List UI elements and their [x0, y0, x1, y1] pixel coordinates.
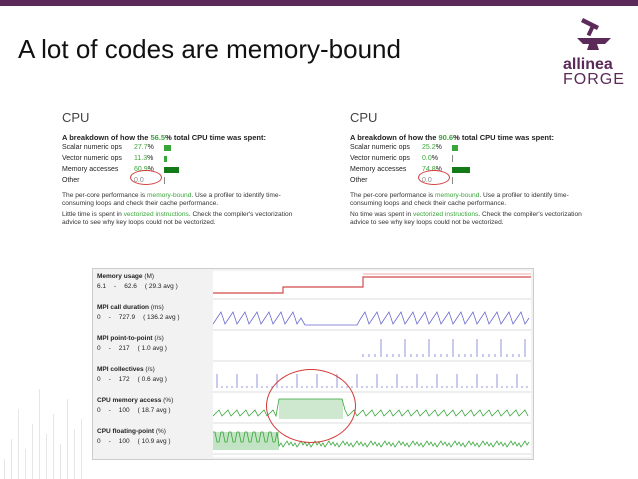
metric-label-cpu-floating-point: CPU floating-point (%)0-100( 10.9 avg ) — [97, 428, 171, 445]
metric-label-mpi-point-to-point: MPI point-to-point (/s)0-217( 1.0 avg ) — [97, 335, 167, 352]
allinea-forge-logo: allinea FORGE — [563, 16, 629, 92]
panel-heading: CPU — [350, 110, 378, 125]
panel-note-2: Little time is spent in vectorized instr… — [62, 211, 293, 226]
metric-label-memory-usage: Memory usage (M)6.1-62.6( 29.3 avg ) — [97, 273, 178, 290]
metric-label-cpu-memory-access: CPU memory access (%)0-100( 18.7 avg ) — [97, 397, 174, 414]
panel-summary: A breakdown of how the 56.5% total CPU t… — [62, 133, 266, 142]
panel-note-1: The per-core performance is memory-bound… — [350, 192, 569, 207]
bar-other — [164, 177, 165, 184]
bar-scalar — [164, 144, 171, 151]
cpu-floating-point-series — [213, 431, 530, 448]
bar-memory — [452, 166, 470, 173]
slide-accent-bar — [0, 0, 638, 6]
metric-tracks — [213, 271, 531, 457]
metrics-timeline: Memory usage (M)6.1-62.6( 29.3 avg ) MPI… — [92, 268, 534, 460]
anvil-hammer-icon — [577, 18, 611, 50]
decor-bar — [18, 409, 19, 479]
bar-vector — [164, 155, 167, 162]
decor-bar — [60, 444, 61, 479]
cpu-floating-point-fill — [213, 432, 279, 450]
cpu-memory-access-highlight — [266, 369, 356, 443]
slide-title: A lot of codes are memory-bound — [18, 34, 401, 64]
cpu-memory-access-series — [213, 398, 529, 418]
bar-other — [452, 177, 453, 184]
panel-heading: CPU — [62, 110, 90, 125]
decor-bar — [67, 399, 68, 479]
panel-note-1: The per-core performance is memory-bound… — [62, 192, 281, 207]
decor-bar — [32, 424, 33, 479]
logo-text-allinea: allinea — [563, 56, 613, 73]
decor-bar — [74, 429, 75, 479]
decor-bar — [25, 449, 26, 479]
decor-bar — [81, 419, 82, 479]
logo-text-forge: FORGE — [563, 71, 625, 88]
bar-memory — [164, 166, 179, 173]
mpi-call-duration-series — [213, 311, 530, 326]
cpu-panel-left: CPU A breakdown of how the 56.5% total C… — [62, 110, 312, 227]
decor-bar — [4, 459, 5, 479]
panel-note-2: No time was spent in vectorized instruct… — [350, 211, 582, 226]
memory-accesses-highlight-left — [130, 170, 162, 185]
panel-summary: A breakdown of how the 90.6% total CPU t… — [350, 133, 554, 142]
decor-bar — [53, 414, 54, 479]
memory-usage-series — [213, 276, 531, 294]
decor-bar — [46, 434, 47, 479]
metric-label-mpi-collectives: MPI collectives (/s)0-172( 0.6 avg ) — [97, 366, 167, 383]
bar-scalar — [452, 144, 458, 151]
decor-bar — [11, 439, 12, 479]
bar-vector — [452, 155, 453, 162]
decor-bar — [39, 389, 40, 479]
cpu-panel-right: CPU A breakdown of how the 90.6% total C… — [350, 110, 600, 227]
metric-label-mpi-call-duration: MPI call duration (ms)0-727.9( 136.2 avg… — [97, 304, 180, 321]
memory-accesses-highlight-right — [418, 170, 450, 185]
